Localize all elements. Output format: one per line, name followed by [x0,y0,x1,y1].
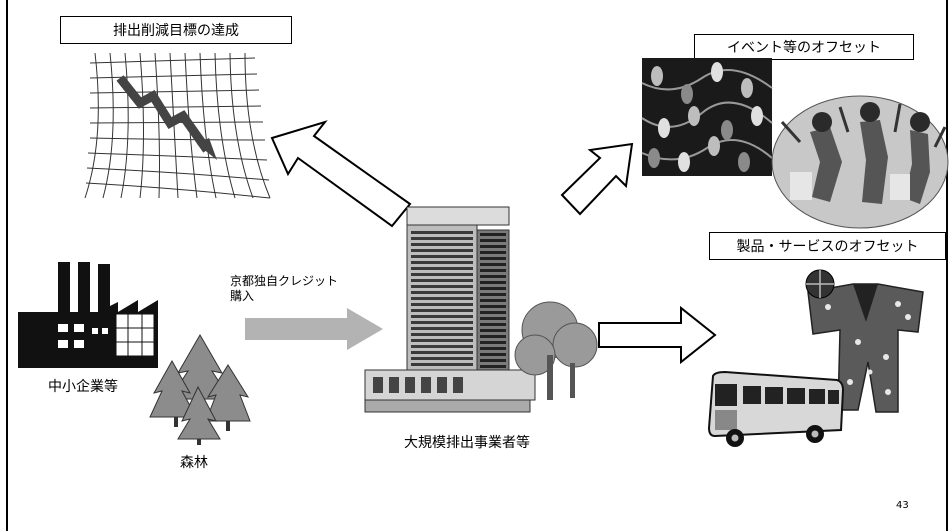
event-offset-label: イベント等のオフセット [727,40,881,56]
arrow-to-target [270,120,412,228]
right-border [946,0,948,531]
page-number: 43 [896,500,909,511]
credit-label: 京都独自クレジット 購入 [230,274,338,304]
forest-label: 森林 [180,455,208,471]
string-lights-image [641,58,773,176]
emission-target-label: 排出削減目標の達成 [113,23,239,39]
bus-image [707,370,845,447]
emission-target-label-box: 排出削減目標の達成 [60,16,292,44]
credit-purchase-arrow [245,308,383,350]
credit-label-line2: 購入 [230,289,255,303]
forest-trees-image [149,334,251,445]
left-border [6,0,8,531]
large-business-label: 大規模排出事業者等 [404,435,530,451]
sme-label: 中小企業等 [48,379,118,395]
declining-chart-image [84,52,271,199]
product-offset-label-box: 製品・サービスのオフセット [709,232,946,260]
festival-dancers-image [771,95,949,229]
kimono-image [805,269,924,413]
credit-label-line1: 京都独自クレジット [230,274,339,288]
arrow-to-product [598,305,717,365]
office-building-image [364,206,598,413]
event-offset-label-box: イベント等のオフセット [694,34,914,60]
arrow-to-event [560,142,634,216]
factory-image [18,262,158,368]
product-offset-label: 製品・サービスのオフセット [736,239,919,255]
